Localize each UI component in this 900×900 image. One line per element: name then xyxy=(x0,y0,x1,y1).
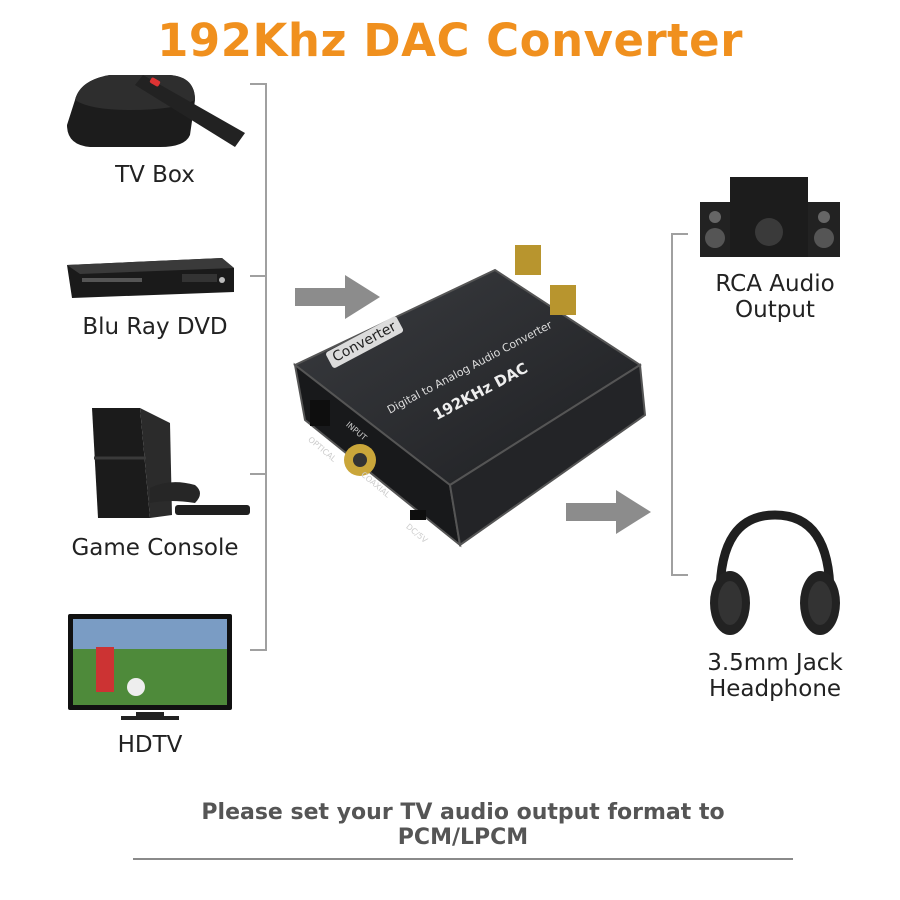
page-title: 192Khz DAC Converter xyxy=(157,14,743,67)
source-label-blu-ray-dvd: Blu Ray DVD xyxy=(82,314,228,340)
dac-converter-device xyxy=(293,245,647,548)
headphones-icon xyxy=(710,510,840,635)
input-arrow-icon xyxy=(295,275,380,319)
game-console-icon xyxy=(92,408,250,518)
output-arrow-icon xyxy=(566,490,651,534)
tv-box-icon xyxy=(67,75,245,147)
output-label-rca-audio: RCA Audio Output xyxy=(715,271,835,323)
source-label-hdtv: HDTV xyxy=(117,732,183,758)
footer-note: Please set your TV audio output format t… xyxy=(133,800,793,860)
speakers-icon xyxy=(700,177,840,257)
hdtv-icon xyxy=(68,614,232,720)
output-label-headphone: 3.5mm Jack Headphone xyxy=(707,650,843,702)
blu-ray-player-icon xyxy=(67,258,234,298)
source-label-game-console: Game Console xyxy=(71,535,239,561)
source-label-tv-box: TV Box xyxy=(115,162,195,188)
